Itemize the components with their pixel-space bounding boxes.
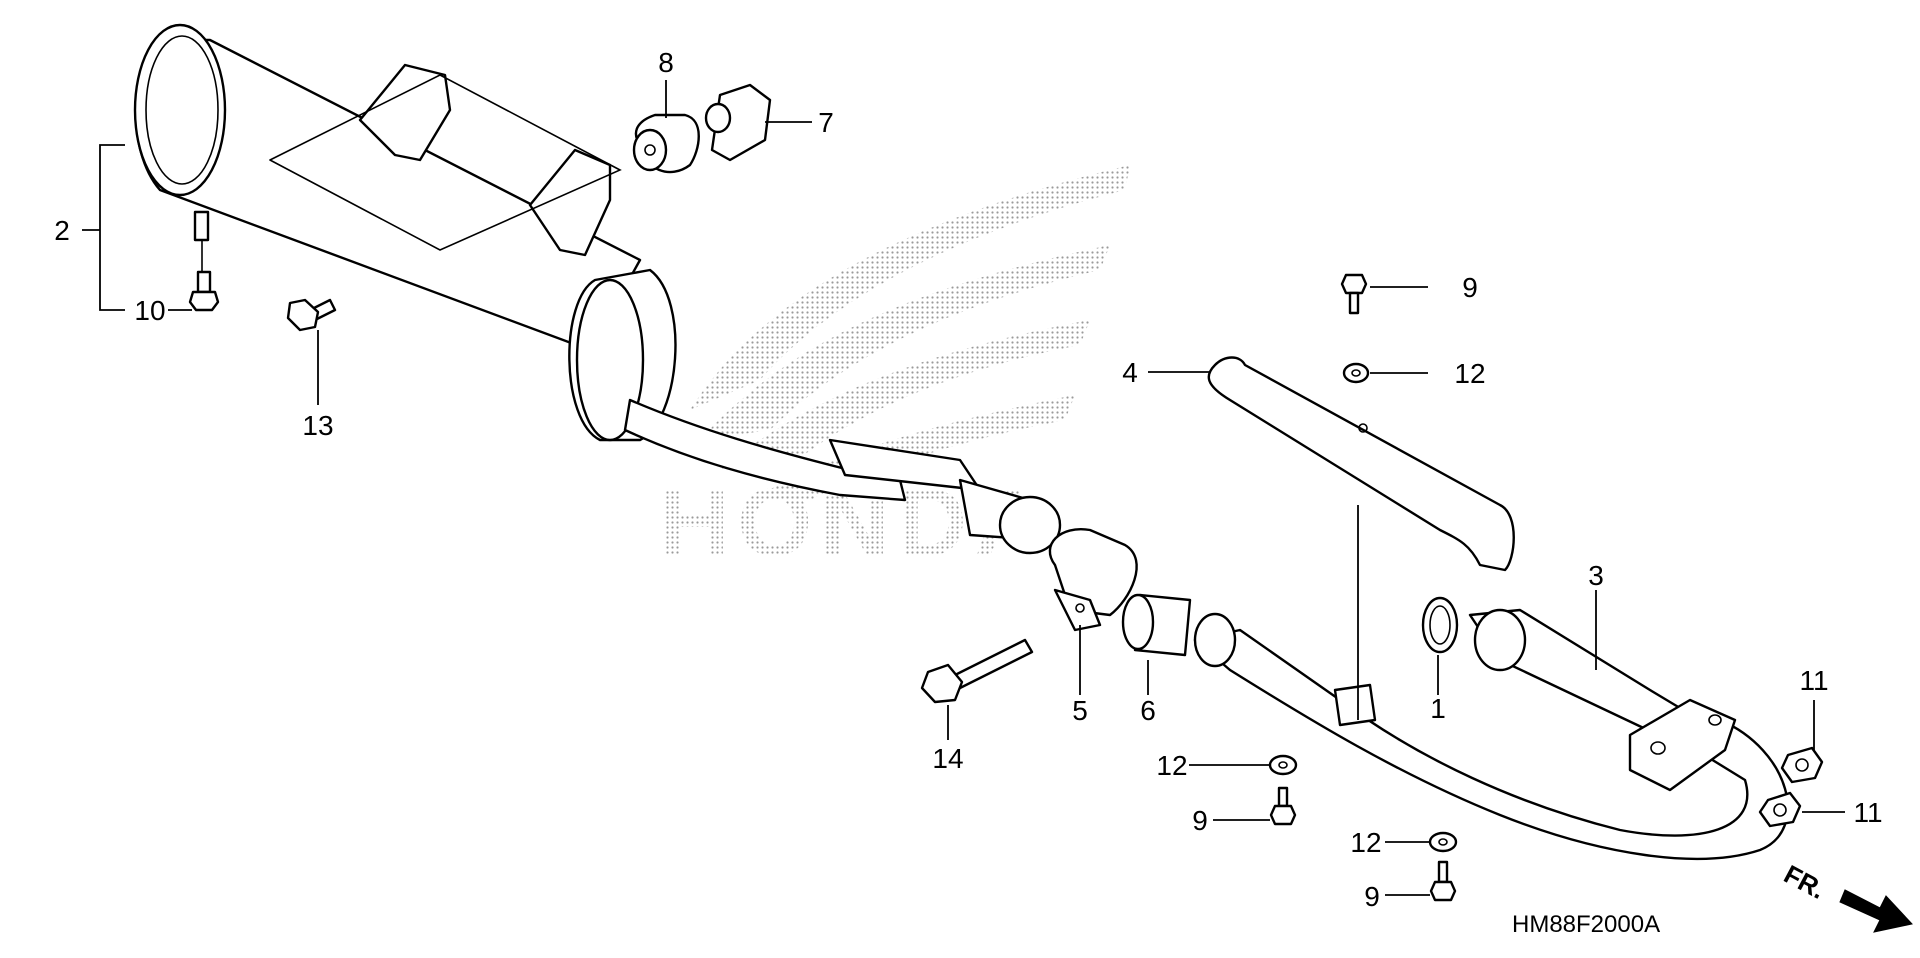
callout-4: 4 <box>1122 357 1138 388</box>
clamp-part-5[interactable] <box>1048 528 1138 632</box>
callout-8: 8 <box>658 47 674 78</box>
brand-watermark: HONDA <box>660 165 1130 576</box>
callout-11-upper: 11 <box>1799 665 1828 696</box>
callout-12-top: 12 <box>1454 358 1485 389</box>
callout-numbers: 1 2 3 4 5 6 7 8 9 9 9 10 11 11 12 12 12 … <box>54 47 1882 912</box>
exhaust-pipe-part-3[interactable] <box>1193 608 1789 861</box>
gasket-part-1[interactable] <box>1421 596 1459 654</box>
heat-protector-part-4[interactable] <box>1207 356 1515 572</box>
callout-12-middle: 12 <box>1156 750 1187 781</box>
figure-code: HM88F2000A <box>1512 911 1660 938</box>
bolt-part-9-top[interactable] <box>1340 273 1368 315</box>
bolt-part-14[interactable] <box>920 638 1034 704</box>
callout-12-bottom: 12 <box>1350 827 1381 858</box>
callout-9-bottom: 9 <box>1364 881 1380 912</box>
washer-part-12-middle[interactable] <box>1268 754 1298 776</box>
nut-part-11-lower[interactable] <box>1758 791 1802 828</box>
callout-1: 1 <box>1430 693 1446 724</box>
callout-5: 5 <box>1072 695 1088 726</box>
washer-part-12-top[interactable] <box>1342 362 1370 384</box>
callout-6: 6 <box>1140 695 1156 726</box>
bolt-part-9-middle[interactable] <box>1269 786 1297 826</box>
callout-11-lower: 11 <box>1853 797 1882 828</box>
callout-3: 3 <box>1588 560 1604 591</box>
callout-13: 13 <box>302 410 333 441</box>
leader-lines <box>82 80 1845 896</box>
gasket-part-6[interactable] <box>1121 593 1192 657</box>
grommet-part-8[interactable] <box>632 113 700 174</box>
muffler[interactable] <box>133 23 1062 555</box>
collar-part-7[interactable] <box>704 83 772 162</box>
callout-9-top: 9 <box>1462 272 1478 303</box>
callout-9-middle: 9 <box>1192 805 1208 836</box>
nut-part-11-upper[interactable] <box>1780 746 1824 784</box>
bolt-part-13[interactable] <box>286 298 337 332</box>
callout-7: 7 <box>818 107 834 138</box>
front-label: FR. <box>1779 859 1830 905</box>
bolt-part-10[interactable] <box>188 239 220 312</box>
bolt-part-9-bottom[interactable] <box>1429 860 1457 902</box>
front-direction-indicator: FR. <box>1779 859 1913 933</box>
callout-2: 2 <box>54 215 70 246</box>
callout-10: 10 <box>134 295 165 326</box>
callout-14: 14 <box>932 743 963 774</box>
washer-part-12-bottom[interactable] <box>1428 831 1458 853</box>
front-arrow-icon <box>1839 889 1913 933</box>
